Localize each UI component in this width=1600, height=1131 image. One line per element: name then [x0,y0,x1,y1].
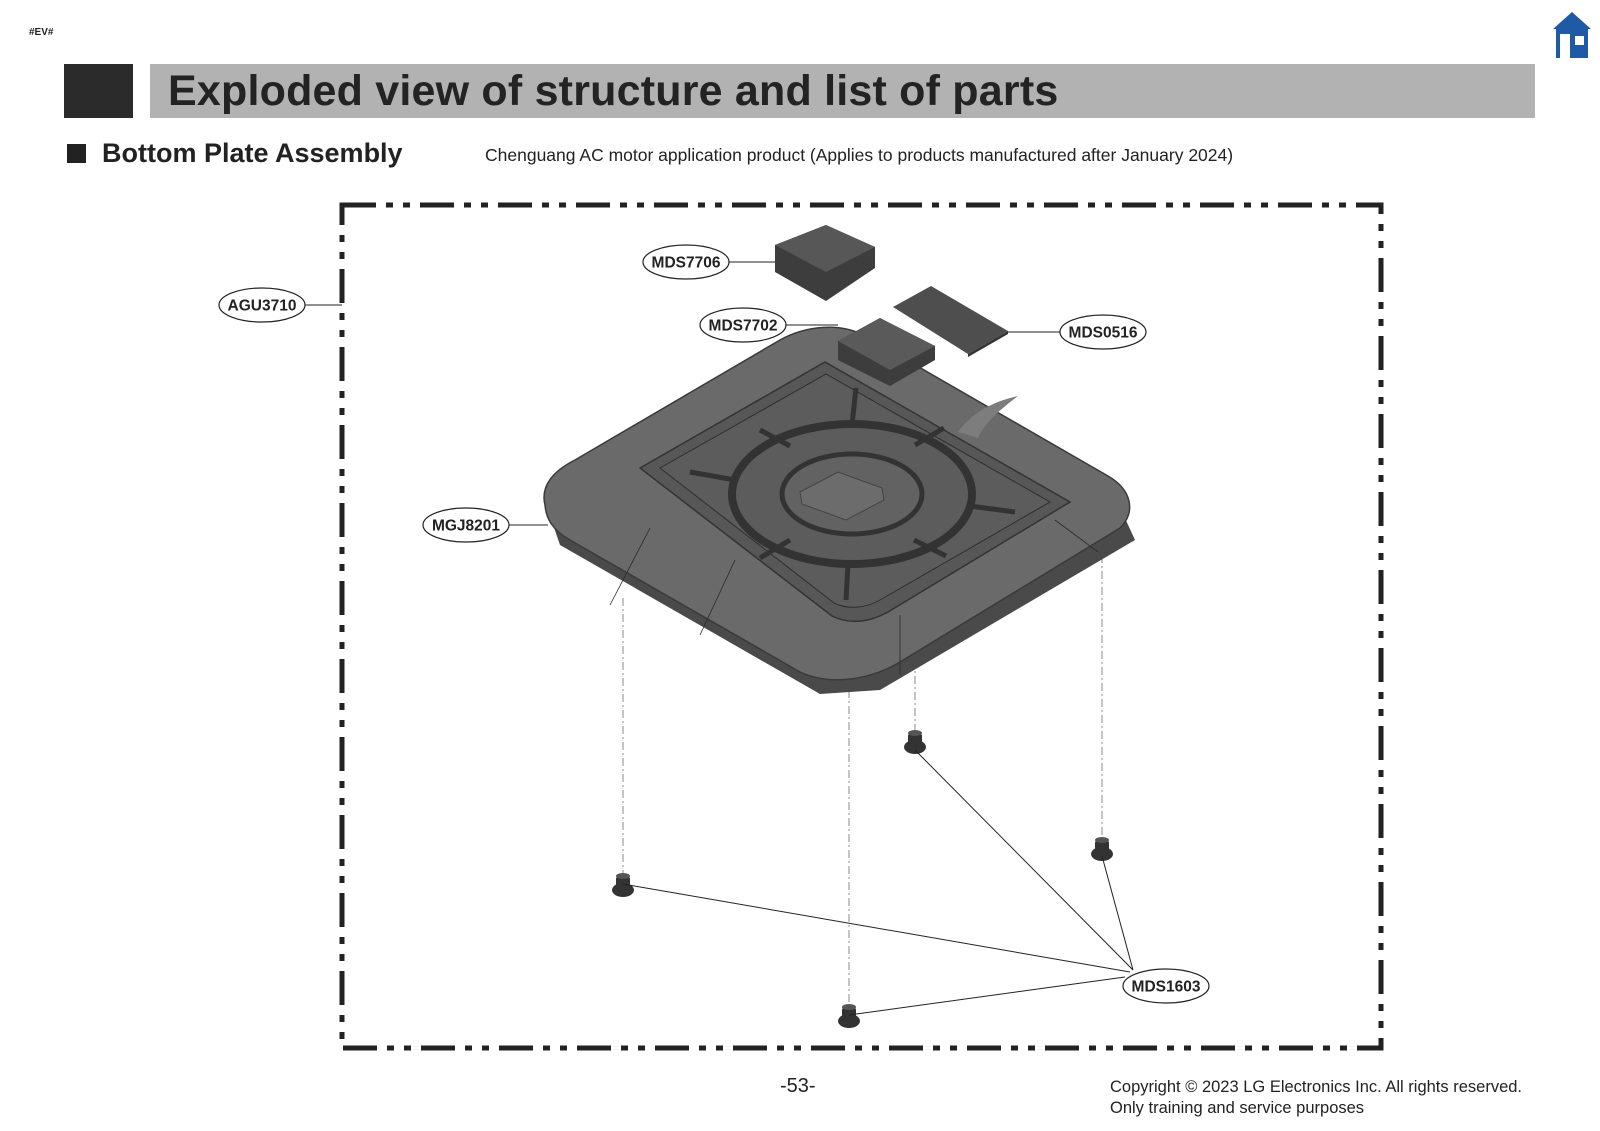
bottom-plate-part [543,326,1135,694]
callout-mds0516: MDS0516 [1069,325,1138,342]
callout-mds7702-oval [699,307,787,343]
copyright-line-1: Copyright © 2023 LG Electronics Inc. All… [1110,1078,1523,1096]
home-icon[interactable] [1553,12,1591,58]
projection-lines [622,555,1103,1005]
assembly-frame [339,202,1384,1051]
copyright-line-2: Only training and service purposes [1110,1099,1365,1117]
section-subtitle: Chenguang AC motor application product (… [485,145,1234,165]
callout-agu3710-oval [218,287,306,323]
callout-mgj8201: MGJ8201 [432,518,500,535]
document-tag: #EV# [29,27,54,38]
callout-agu3710: AGU3710 [228,298,297,315]
callout-mds7706-oval [642,244,730,280]
section-title: Bottom Plate Assembly [102,138,403,168]
foam-pad-part [838,318,935,386]
insulation-sheet-part [893,286,1008,357]
callout-mds7702: MDS7702 [709,318,778,335]
leader-lines [305,261,1134,1016]
callout-mds0516-oval [1059,314,1147,350]
cushion-pad-part [775,225,875,301]
callout-mds1603: MDS1603 [1132,979,1201,996]
callout-mds7706: MDS7706 [652,255,721,272]
title-marker-block [64,64,133,118]
page-title: Exploded view of structure and list of p… [168,66,1059,115]
page-number: -53- [780,1075,816,1097]
callout-mds1603-oval [1122,968,1210,1004]
callout-mgj8201-oval [422,507,510,543]
rubber-feet-part [612,730,1113,1028]
copyright-notice: Copyright © 2023 LG Electronics Inc. All… [1110,1077,1522,1119]
section-bullet [67,144,86,163]
title-bar: Exploded view of structure and list of p… [150,64,1535,118]
